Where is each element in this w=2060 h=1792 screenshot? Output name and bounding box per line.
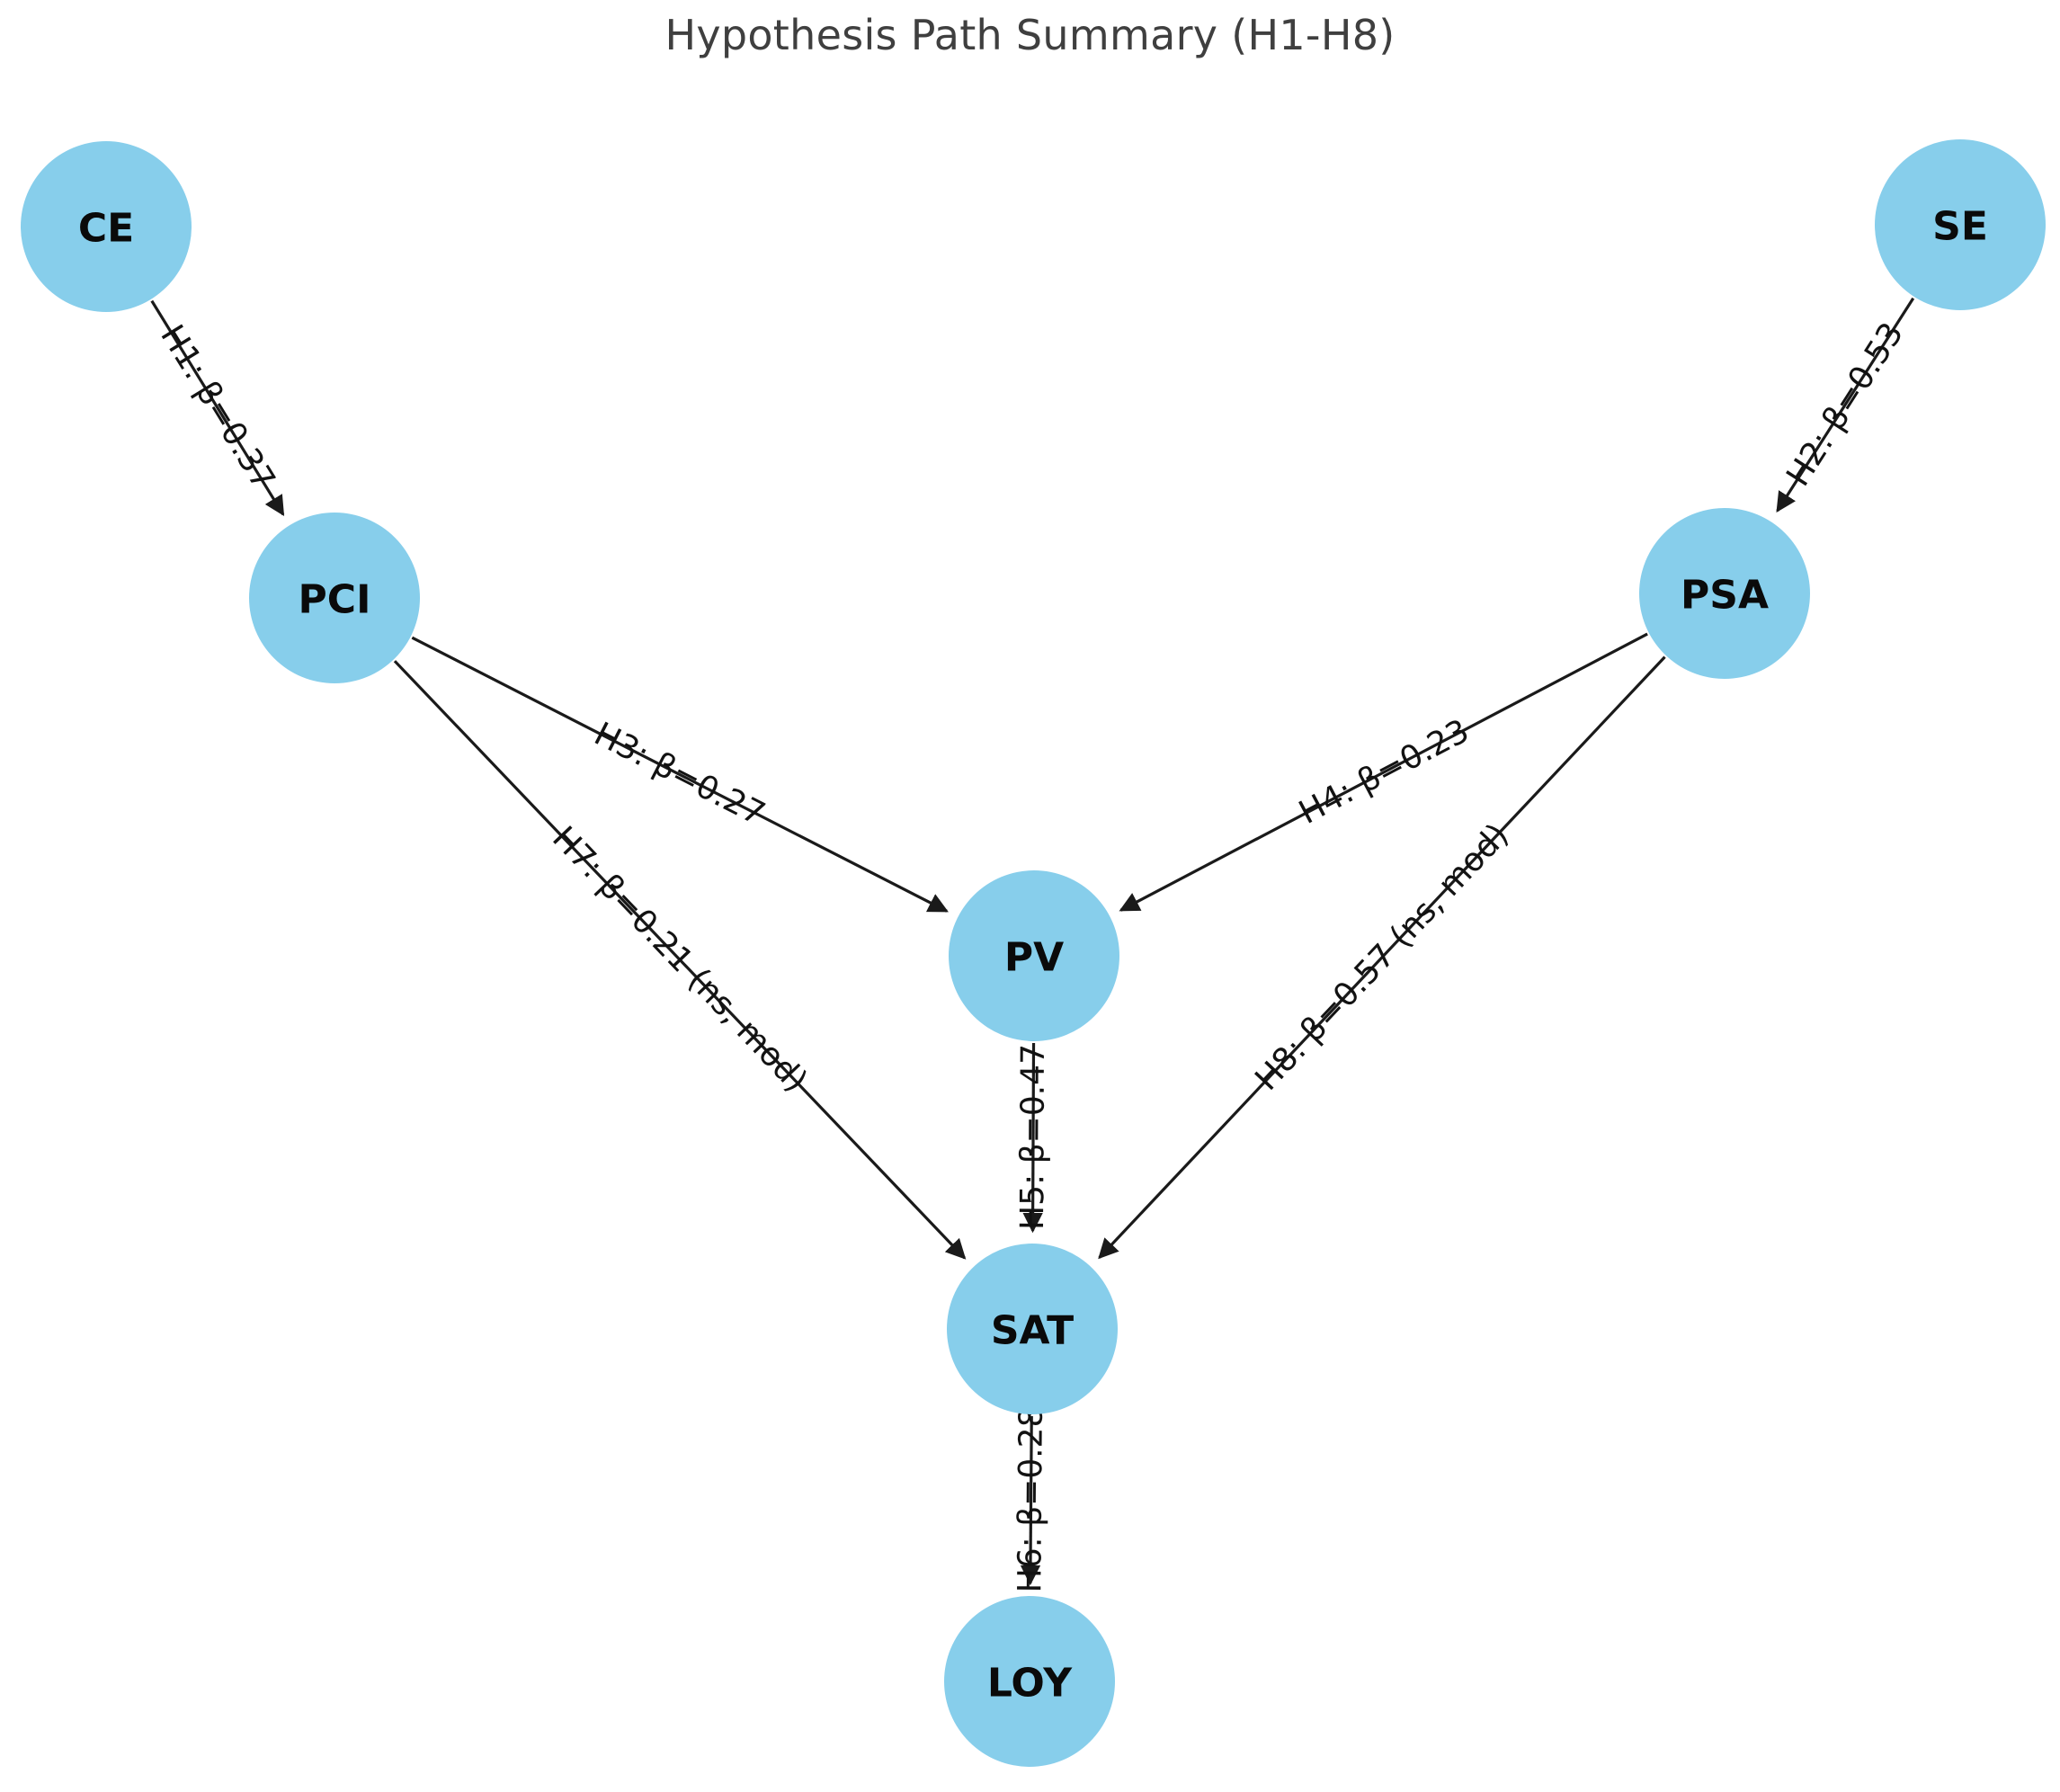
node-circle-loy[interactable] — [944, 1596, 1115, 1767]
edge-label-h7: H7: β=0.21 (ns, mod) — [545, 820, 814, 1100]
node-label-pv: PV — [1004, 935, 1064, 981]
edge-h8 — [1098, 655, 1666, 1260]
edge-label-h1: H1: β=0.37 — [153, 319, 281, 497]
node-circle-ce[interactable] — [21, 141, 192, 312]
node-ce[interactable]: CE — [21, 141, 192, 312]
nodes-layer: CE SE PCI PSA PV SAT LOY — [21, 139, 2046, 1767]
node-circle-psa[interactable] — [1639, 508, 1810, 679]
node-circle-se[interactable] — [1875, 139, 2046, 310]
node-circle-sat[interactable] — [947, 1244, 1118, 1414]
node-label-psa: PSA — [1681, 573, 1769, 619]
edge-h5 — [1022, 1042, 1043, 1234]
node-psa[interactable]: PSA — [1639, 508, 1810, 679]
node-circle-pci[interactable] — [249, 513, 420, 683]
node-label-se: SE — [1932, 204, 1988, 250]
edge-h6 — [1020, 1415, 1041, 1586]
edge-h4 — [1119, 632, 1648, 912]
page-title: Hypothesis Path Summary (H1-H8) — [664, 11, 1396, 59]
edge-label-h3: H3: β=0.27 — [588, 716, 771, 834]
node-se[interactable]: SE — [1875, 139, 2046, 310]
edge-label-h2: H2: β=0.53 — [1779, 316, 1911, 493]
node-label-pci: PCI — [299, 577, 371, 623]
edge-label-h5: H5: β=0.47 — [1014, 1044, 1052, 1230]
node-pv[interactable]: PV — [949, 870, 1119, 1041]
node-sat[interactable]: SAT — [947, 1244, 1118, 1414]
edge-label-h8: H8: β=0.57 (ns, mod) — [1248, 816, 1516, 1098]
edge-h2 — [1776, 297, 1915, 513]
node-label-ce: CE — [78, 206, 134, 252]
edge-label-h4: H4: β=0.23 — [1293, 712, 1475, 831]
node-circle-pv[interactable] — [949, 870, 1119, 1041]
node-loy[interactable]: LOY — [944, 1596, 1115, 1767]
edge-label-h6: H6: β=0.28 — [1012, 1406, 1050, 1592]
node-label-loy: LOY — [987, 1661, 1073, 1707]
node-pci[interactable]: PCI — [249, 513, 420, 683]
edge-h3 — [411, 636, 949, 913]
edges-layer — [150, 297, 1915, 1586]
edge-h1 — [150, 299, 285, 517]
edge-h7 — [393, 660, 967, 1260]
node-label-sat: SAT — [991, 1308, 1074, 1354]
